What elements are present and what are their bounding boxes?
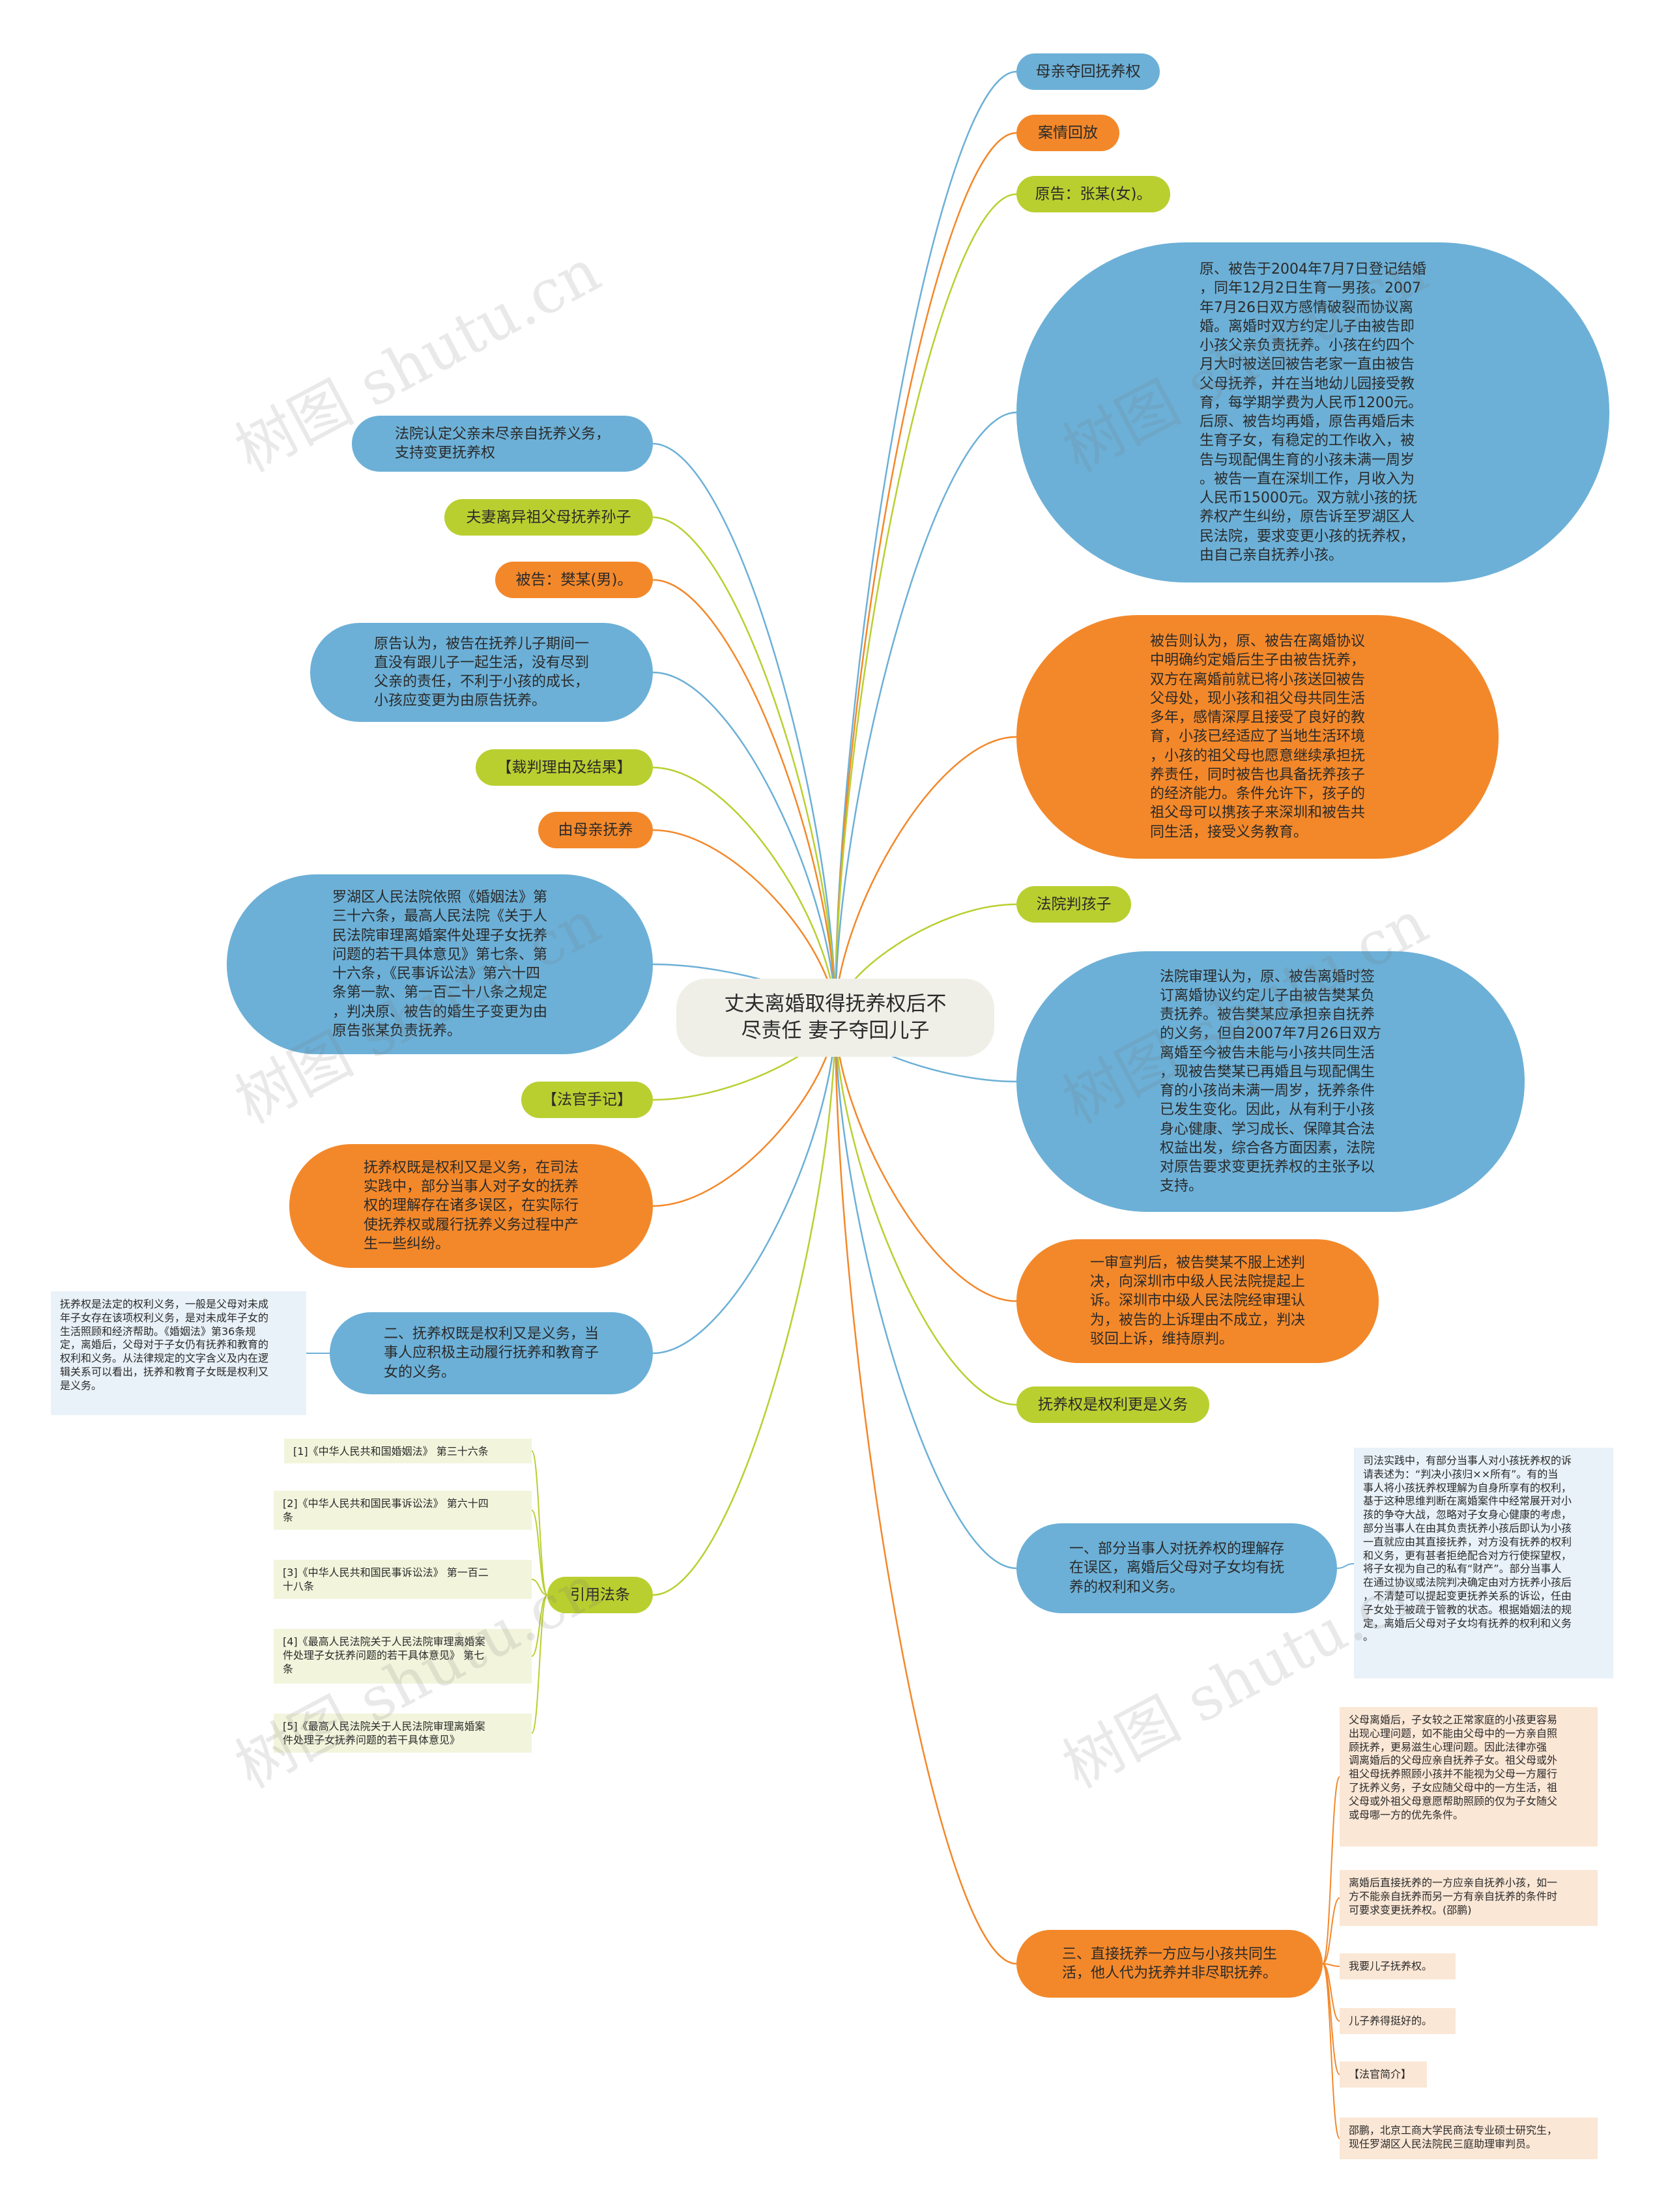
connector-right <box>834 1016 1017 1570</box>
note-judge-bio: 邵鹏，北京工商大学民商法专业硕士研究生， 现任罗湖区人民法院民三庭助理审判员。 <box>1340 2118 1598 2159</box>
connector-right <box>834 70 1017 1017</box>
connector-right <box>834 132 1017 1017</box>
note-son-raised-well: 儿子养得挺好的。 <box>1340 2008 1456 2034</box>
node-judge-notes: 【法官手记】 <box>521 1082 653 1118</box>
node-mother-regains-custody: 母亲夺回抚养权 <box>1016 53 1160 90</box>
note-i-want-custody: 我要儿子抚养权。 <box>1340 1953 1456 1979</box>
connector-right <box>834 1016 1017 1965</box>
connector-note <box>1336 1563 1355 1569</box>
connector-left <box>652 766 837 1017</box>
connector-right <box>834 1016 1017 1302</box>
citation-item: [1]《中华人民共和国婚姻法》 第三十六条 <box>284 1439 532 1463</box>
connector-note <box>1322 1897 1340 1964</box>
node-cited-laws: 引用法条 <box>547 1577 653 1613</box>
connector-right <box>834 411 1017 1017</box>
connector-left <box>652 516 837 1017</box>
node-defendant: 被告：樊某(男)。 <box>495 562 653 598</box>
node-grandparents-raise: 夫妻离异祖父母抚养孙子 <box>444 499 653 536</box>
note-psychology: 父母离婚后，子女较之正常家庭的小孩更容易 出现心理问题，如不能由父母中的一方亲自… <box>1340 1707 1598 1846</box>
connector-right <box>834 1016 1017 1406</box>
node-defendant-view: 被告则认为，原、被告在离婚协议 中明确约定婚后生子由被告抚养， 双方在离婚前就已… <box>1016 615 1499 859</box>
note-custody-definition: 抚养权是法定的权利义务，一般是父母对未成 年子女存在该项权利义务，是对未成年子女… <box>51 1291 306 1415</box>
node-misunderstanding: 一、部分当事人对抚养权的理解存 在误区，离婚后父母对子女均有抚 养的权利和义务。 <box>1016 1523 1337 1613</box>
note-judge-intro-title: 【法官简介】 <box>1340 2061 1427 2088</box>
node-case-facts: 原、被告于2004年7月7日登记结婚 ，同年12月2日生育一男孩。2007 年7… <box>1016 242 1609 582</box>
node-father-failed-duty: 法院认定父亲未尽亲自抚养义务， 支持变更抚养权 <box>352 416 653 472</box>
node-court-reasoning: 法院审理认为，原、被告离婚时签 订离婚协议约定儿子由被告樊某负 责抚养。被告樊某… <box>1016 951 1525 1212</box>
connector-note <box>1322 1776 1340 1964</box>
connector-left <box>652 1016 837 1355</box>
connector-right <box>834 193 1017 1017</box>
connector-left <box>652 442 837 1017</box>
root-topic: 丈夫离婚取得抚养权后不 尽责任 妻子夺回儿子 <box>676 979 994 1057</box>
citation-item: [4]《最高人民法院关于人民法院审理离婚案 件处理子女抚养问题的若干具体意见》 … <box>274 1629 532 1684</box>
connector-left <box>652 1016 837 1596</box>
node-plaintiff-view: 原告认为，被告在抚养儿子期间一 直没有跟儿子一起生活，没有尽到 父亲的责任，不利… <box>310 623 653 722</box>
citation-item: [2]《中华人民共和国民事诉讼法》 第六十四 条 <box>274 1491 532 1530</box>
node-case-review: 案情回放 <box>1016 115 1119 151</box>
node-raised-by-mother: 由母亲抚养 <box>538 812 653 848</box>
node-court-awards-child: 法院判孩子 <box>1016 886 1131 923</box>
connector-note <box>1322 1963 1340 2139</box>
node-custody-is-duty: 抚养权是权利更是义务 <box>1016 1386 1209 1423</box>
node-appeal-result: 一审宣判后，被告樊某不服上述判 决，向深圳市中级人民法院提起上 诉。深圳市中级人… <box>1016 1239 1379 1363</box>
connector-citation <box>531 1450 548 1596</box>
citation-item: [3]《中华人民共和国民事诉讼法》 第一百二 十八条 <box>274 1560 532 1599</box>
connector-left <box>652 671 837 1017</box>
connector-citation <box>531 1594 548 1657</box>
node-plaintiff: 原告：张某(女)。 <box>1016 176 1170 212</box>
root-topic-text: 丈夫离婚取得抚养权后不 尽责任 妻子夺回儿子 <box>724 992 947 1042</box>
node-direct-custody: 三、直接抚养一方应与小孩共同生 活，他人代为抚养并非尽职抚养。 <box>1016 1930 1323 1998</box>
node-judgment-reason: 【裁判理由及结果】 <box>476 749 653 786</box>
connector-citation <box>531 1594 548 1734</box>
connector-citation <box>531 1579 548 1596</box>
connector-right <box>834 736 1017 1017</box>
connector-left <box>652 579 837 1017</box>
connector-note <box>1322 1963 1340 1967</box>
connector-citation <box>531 1510 548 1596</box>
node-right-and-duty: 抚养权既是权利又是义务，在司法 实践中，部分当事人对子女的抚养 权的理解存在诸多… <box>289 1144 653 1268</box>
note-judicial-practice: 司法实践中，有部分当事人对小孩抚养权的诉 请表述为：“判决小孩归××所有”。有的… <box>1354 1448 1613 1678</box>
node-luohu-judgment: 罗湖区人民法院依照《婚姻法》第 三十六条，最高人民法院《关于人 民法院审理离婚案… <box>227 874 653 1054</box>
note-change-custody: 离婚后直接抚养的一方应亲自抚养小孩，如一 方不能亲自抚养而另一方有亲自抚养的条件… <box>1340 1870 1598 1926</box>
node-active-duty: 二、抚养权既是权利又是义务，当 事人应积极主动履行抚养和教育子 女的义务。 <box>330 1312 653 1394</box>
citation-item: [5]《最高人民法院关于人民法院审理离婚案 件处理子女抚养问题的若干具体意见》 <box>274 1714 532 1753</box>
